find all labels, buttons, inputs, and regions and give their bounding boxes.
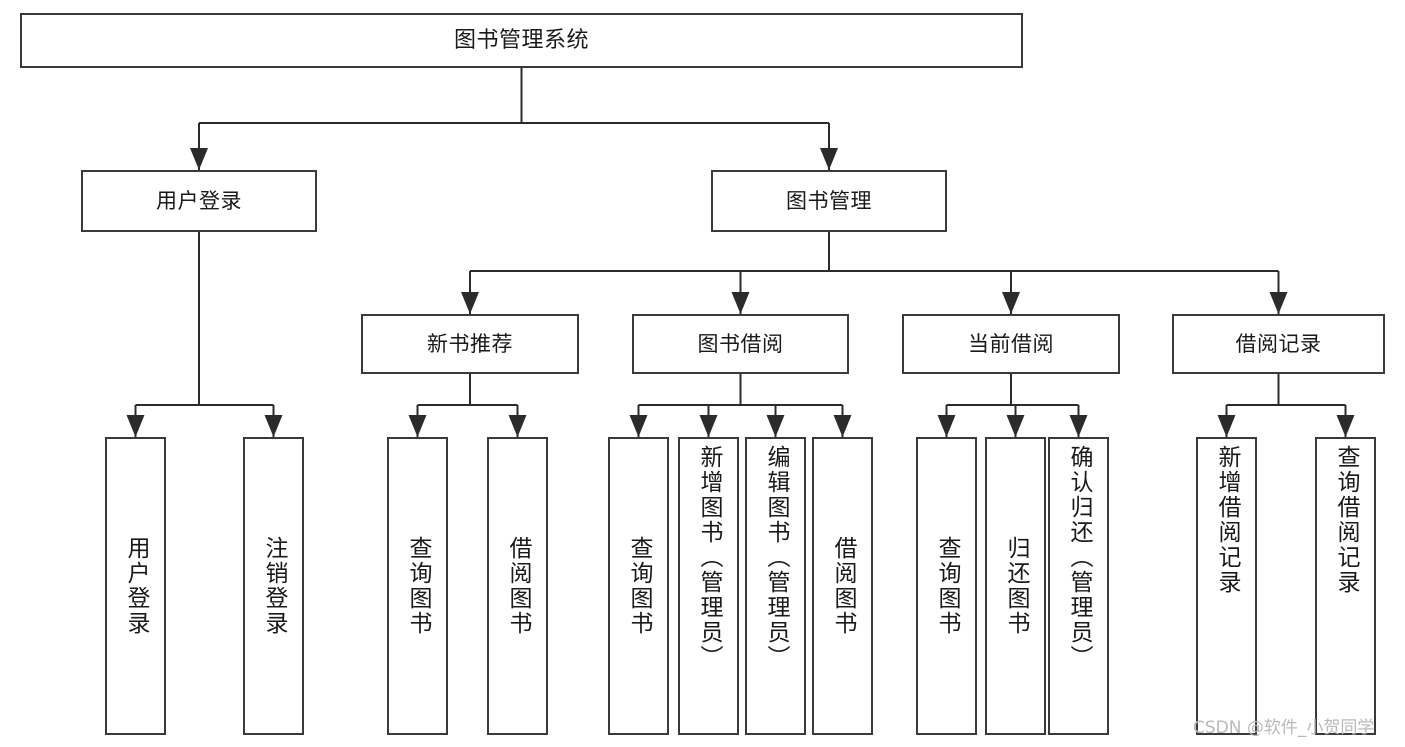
node-borrow[interactable]: 图书借阅	[632, 314, 849, 374]
node-b_add[interactable]: 新增图书（管理员）	[678, 437, 739, 735]
watermark-label: CSDN @软件_小贺同学	[1193, 718, 1375, 738]
node-label: 新书推荐	[427, 331, 513, 356]
node-bookmgmt[interactable]: 图书管理	[711, 170, 947, 232]
node-label: 查询图书	[934, 536, 960, 636]
node-label: 新增图书（管理员）	[696, 445, 722, 670]
node-l_login[interactable]: 用户登录	[105, 437, 166, 735]
node-label: 查询借阅记录	[1333, 445, 1359, 595]
node-c_query[interactable]: 查询图书	[916, 437, 977, 735]
node-c_return[interactable]: 归还图书	[985, 437, 1046, 735]
node-n_query[interactable]: 查询图书	[387, 437, 448, 735]
node-current[interactable]: 当前借阅	[902, 314, 1120, 374]
node-label: 注销登录	[261, 536, 287, 636]
node-b_edit[interactable]: 编辑图书（管理员）	[745, 437, 806, 735]
node-label: 图书借阅	[697, 331, 784, 356]
node-l_logout[interactable]: 注销登录	[243, 437, 304, 735]
node-r_query[interactable]: 查询借阅记录	[1315, 437, 1376, 735]
node-n_borrow[interactable]: 借阅图书	[487, 437, 548, 735]
node-label: 借阅图书	[830, 536, 856, 636]
node-newbook[interactable]: 新书推荐	[361, 314, 579, 374]
node-r_add[interactable]: 新增借阅记录	[1196, 437, 1257, 735]
node-label: 图书管理	[786, 188, 872, 213]
node-root[interactable]: 图书管理系统	[20, 13, 1023, 68]
node-label: 用户登录	[156, 188, 242, 213]
node-b_query[interactable]: 查询图书	[608, 437, 669, 735]
node-label: 归还图书	[1003, 536, 1029, 636]
node-c_confirm[interactable]: 确认归还（管理员）	[1048, 437, 1109, 735]
node-login[interactable]: 用户登录	[81, 170, 317, 232]
node-b_lend[interactable]: 借阅图书	[812, 437, 873, 735]
node-label: 查询图书	[626, 536, 652, 636]
node-label: 借阅记录	[1235, 331, 1322, 356]
node-label: 新增借阅记录	[1214, 445, 1240, 595]
node-label: 图书管理系统	[453, 27, 589, 53]
node-records[interactable]: 借阅记录	[1172, 314, 1385, 374]
node-label: 查询图书	[405, 536, 431, 636]
node-label: 确认归还（管理员）	[1066, 445, 1092, 670]
node-label: 编辑图书（管理员）	[763, 445, 789, 670]
node-label: 当前借阅	[968, 331, 1054, 356]
node-label: 借阅图书	[505, 536, 531, 636]
node-label: 用户登录	[123, 536, 149, 636]
